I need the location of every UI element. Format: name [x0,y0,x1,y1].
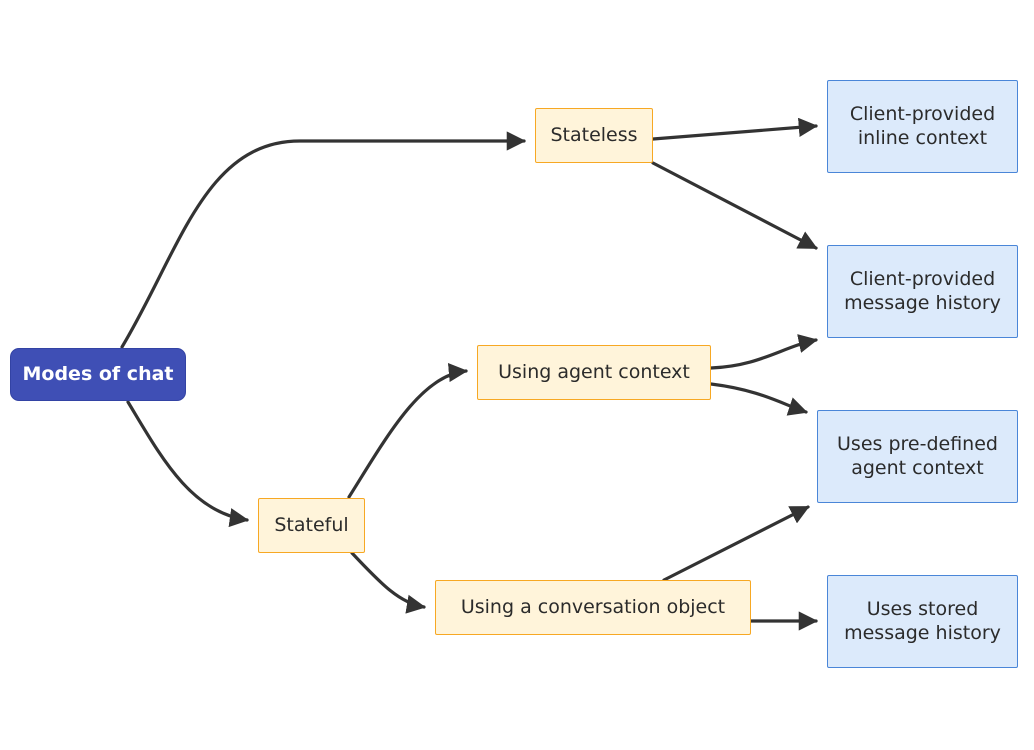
node-uses-pre-defined-agent-context[interactable]: Uses pre-defined agent context [817,410,1018,503]
node-label: Modes of chat [22,362,174,385]
node-modes-of-chat[interactable]: Modes of chat [10,348,186,401]
node-label: Using a conversation object [460,595,726,618]
edge-stateful-to-conversation-object [350,551,426,614]
edge-root-to-stateless [120,131,526,349]
node-client-provided-inline-context[interactable]: Client-provided inline context [827,80,1018,173]
node-label: Using agent context [498,360,690,383]
edge-agent-context-to-message-history [709,334,818,370]
node-using-a-conversation-object[interactable]: Using a conversation object [435,580,751,635]
node-label: Uses stored message history [844,597,1001,644]
node-label: Client-provided inline context [849,102,996,149]
edge-stateless-to-inline-context [651,117,818,141]
node-using-agent-context[interactable]: Using agent context [477,345,711,400]
edge-stateful-to-agent-context [347,362,468,499]
node-client-provided-message-history[interactable]: Client-provided message history [827,245,1018,338]
node-uses-stored-message-history[interactable]: Uses stored message history [827,575,1018,668]
edge-conversation-object-to-predefined-agent-context [662,505,810,582]
node-label: Uses pre-defined agent context [837,432,998,479]
edge-root-to-stateful [126,400,249,528]
edge-stateless-to-message-history [651,161,818,250]
node-label: Stateless [550,123,638,146]
node-label: Client-provided message history [844,267,1001,314]
node-stateless[interactable]: Stateless [535,108,653,163]
node-stateful[interactable]: Stateful [258,498,365,553]
edge-agent-context-to-predefined-agent-context [709,382,808,416]
node-label: Stateful [274,513,349,536]
